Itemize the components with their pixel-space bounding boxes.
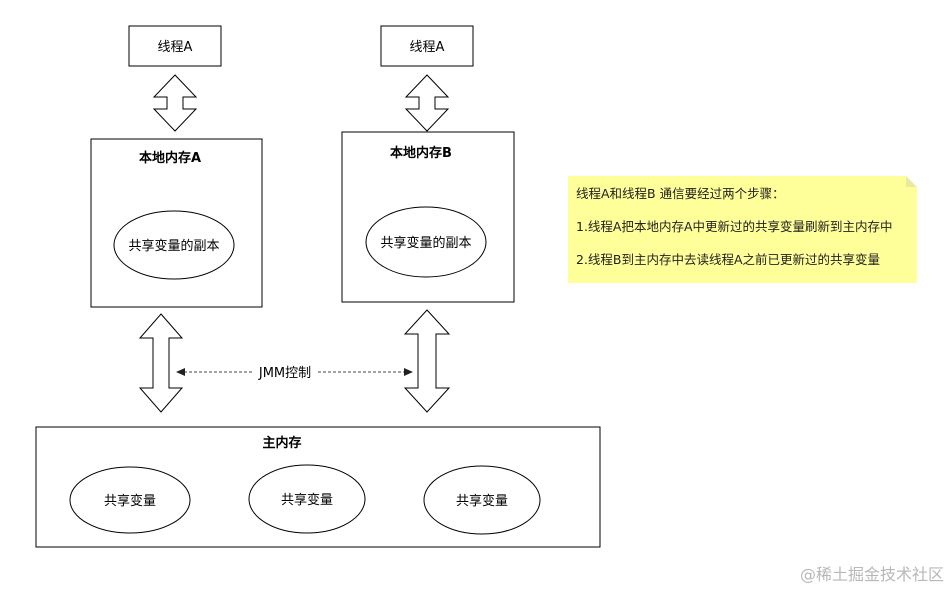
double-arrow-thread-b-local-b	[404, 74, 450, 132]
shared-variable-3-ellipse	[423, 465, 541, 535]
jmm-control-label: JMM控制	[258, 366, 311, 381]
variable-copy-b-ellipse	[365, 206, 487, 278]
shared-variable-1-ellipse	[69, 466, 191, 534]
note-heading: 线程A和线程B 通信要经过两个步骤：	[576, 186, 785, 201]
variable-copy-a-ellipse	[113, 210, 235, 280]
main-memory: 主内存 共享变量 共享变量 共享变量	[35, 426, 601, 548]
variable-copy-b-label: 共享变量的副本	[380, 235, 471, 251]
local-memory-b: 本地内存B 共享变量的副本	[341, 131, 515, 303]
thread-a-box: 线程A	[128, 25, 222, 67]
local-memory-a-title: 本地内存A	[139, 150, 201, 166]
variable-copy-a-label: 共享变量的副本	[128, 238, 219, 254]
thread-b-label: 线程A	[410, 40, 445, 55]
note-step-1: 1.线程A把本地内存A中更新过的共享变量刷新到主内存中	[576, 219, 893, 234]
shared-variable-1-label: 共享变量	[104, 493, 156, 509]
thread-a-label: 线程A	[158, 40, 193, 55]
note-folded-corner	[906, 176, 917, 187]
double-arrow-local-a-main	[138, 313, 184, 413]
note-step-2: 2.线程B到主内存中去读线程A之前已更新过的共享变量	[576, 252, 881, 267]
sticky-note: 线程A和线程B 通信要经过两个步骤： 1.线程A把本地内存A中更新过的共享变量刷…	[568, 176, 917, 283]
shared-variable-2-label: 共享变量	[281, 492, 333, 508]
main-memory-title: 主内存	[262, 435, 301, 451]
shared-variable-3-label: 共享变量	[456, 493, 508, 509]
shared-variable-2-ellipse	[248, 464, 366, 534]
double-arrow-local-b-main	[403, 309, 451, 413]
local-memory-b-title: 本地内存B	[390, 145, 452, 161]
double-arrow-thread-a-local-a	[152, 74, 198, 132]
thread-b-box: 线程A	[380, 25, 474, 67]
local-memory-a: 本地内存A 共享变量的副本	[90, 138, 263, 308]
watermark: @稀土掘金技术社区	[799, 565, 944, 584]
jmm-control-link: JMM控制	[176, 366, 413, 381]
